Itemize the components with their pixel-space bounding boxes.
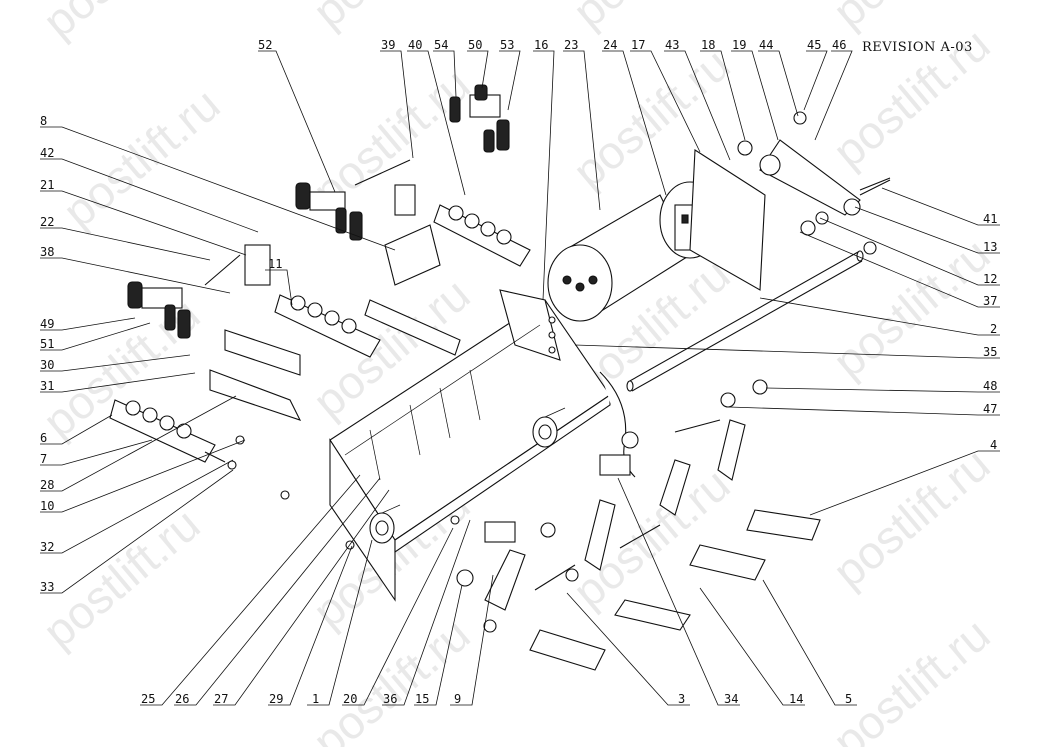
callout-27: 27: [214, 692, 228, 706]
latch-brackets: [204, 159, 461, 421]
callout-9: 9: [454, 692, 461, 706]
callout-39: 39: [381, 38, 395, 52]
callout-24: 24: [603, 38, 617, 52]
callout-11: 11: [268, 257, 282, 271]
callout-16: 16: [534, 38, 548, 52]
callout-49: 49: [40, 317, 54, 331]
callout-38: 38: [40, 245, 54, 259]
callout-53: 53: [500, 38, 514, 52]
callout-37: 37: [983, 294, 997, 308]
watermark-text: postlift.ru: [823, 608, 999, 747]
callout-13: 13: [983, 240, 997, 254]
callout-labels: 52 39 40 54 50 53 16 23 24 17 43 18 19 4…: [40, 38, 997, 706]
callout-28: 28: [40, 478, 54, 492]
callout-34: 34: [724, 692, 738, 706]
callout-4: 4: [990, 438, 997, 452]
watermark-text: postlift.ru: [823, 438, 999, 598]
callout-7: 7: [40, 452, 47, 466]
callout-8: 8: [40, 114, 47, 128]
valve-group-top: [449, 84, 510, 153]
callout-21: 21: [40, 178, 54, 192]
callout-48: 48: [983, 379, 997, 393]
callout-51: 51: [40, 337, 54, 351]
callout-52: 52: [258, 38, 272, 52]
callout-15: 15: [415, 692, 429, 706]
callout-43: 43: [665, 38, 679, 52]
watermark-text: postlift.ru: [563, 0, 739, 38]
callout-18: 18: [701, 38, 715, 52]
callout-5: 5: [845, 692, 852, 706]
callout-47: 47: [983, 402, 997, 416]
callout-1: 1: [312, 692, 319, 706]
callout-31: 31: [40, 379, 54, 393]
rod-2: [626, 241, 877, 392]
callout-35: 35: [983, 345, 997, 359]
watermark-text: postlift.ru: [823, 228, 999, 388]
rollers: [369, 407, 566, 544]
revision-label: REVISION A-03: [862, 40, 973, 55]
watermark-text: postlift.ru: [53, 78, 229, 238]
callout-36: 36: [383, 692, 397, 706]
callout-10: 10: [40, 499, 54, 513]
motor: [547, 149, 766, 322]
callout-12: 12: [983, 272, 997, 286]
callout-3: 3: [678, 692, 685, 706]
callout-54: 54: [434, 38, 448, 52]
leader-lines: [40, 50, 1000, 706]
callout-32: 32: [40, 540, 54, 554]
callout-20: 20: [343, 692, 357, 706]
callout-25: 25: [141, 692, 155, 706]
callout-26: 26: [175, 692, 189, 706]
callout-40: 40: [408, 38, 422, 52]
valve-bodies: [109, 204, 531, 463]
callout-17: 17: [631, 38, 645, 52]
callout-41: 41: [983, 212, 997, 226]
parts-drawing: [109, 84, 891, 671]
callout-30: 30: [40, 358, 54, 372]
watermark-text: postlift.ru: [563, 458, 739, 618]
callout-14: 14: [789, 692, 803, 706]
callout-50: 50: [468, 38, 482, 52]
callout-23: 23: [564, 38, 578, 52]
valve-group-left: [127, 182, 363, 339]
watermark-text: postlift.ru: [33, 0, 209, 48]
callout-44: 44: [759, 38, 773, 52]
watermark-text: postlift.ru: [303, 0, 479, 38]
callout-45: 45: [807, 38, 821, 52]
callout-6: 6: [40, 431, 47, 445]
callout-2: 2: [990, 322, 997, 336]
watermark-text: postlift.ru: [33, 498, 209, 658]
callout-33: 33: [40, 580, 54, 594]
pedals: [483, 419, 821, 671]
callout-46: 46: [832, 38, 846, 52]
hardware: [227, 177, 891, 587]
callout-29: 29: [269, 692, 283, 706]
callout-22: 22: [40, 215, 54, 229]
callout-19: 19: [732, 38, 746, 52]
callout-42: 42: [40, 146, 54, 160]
